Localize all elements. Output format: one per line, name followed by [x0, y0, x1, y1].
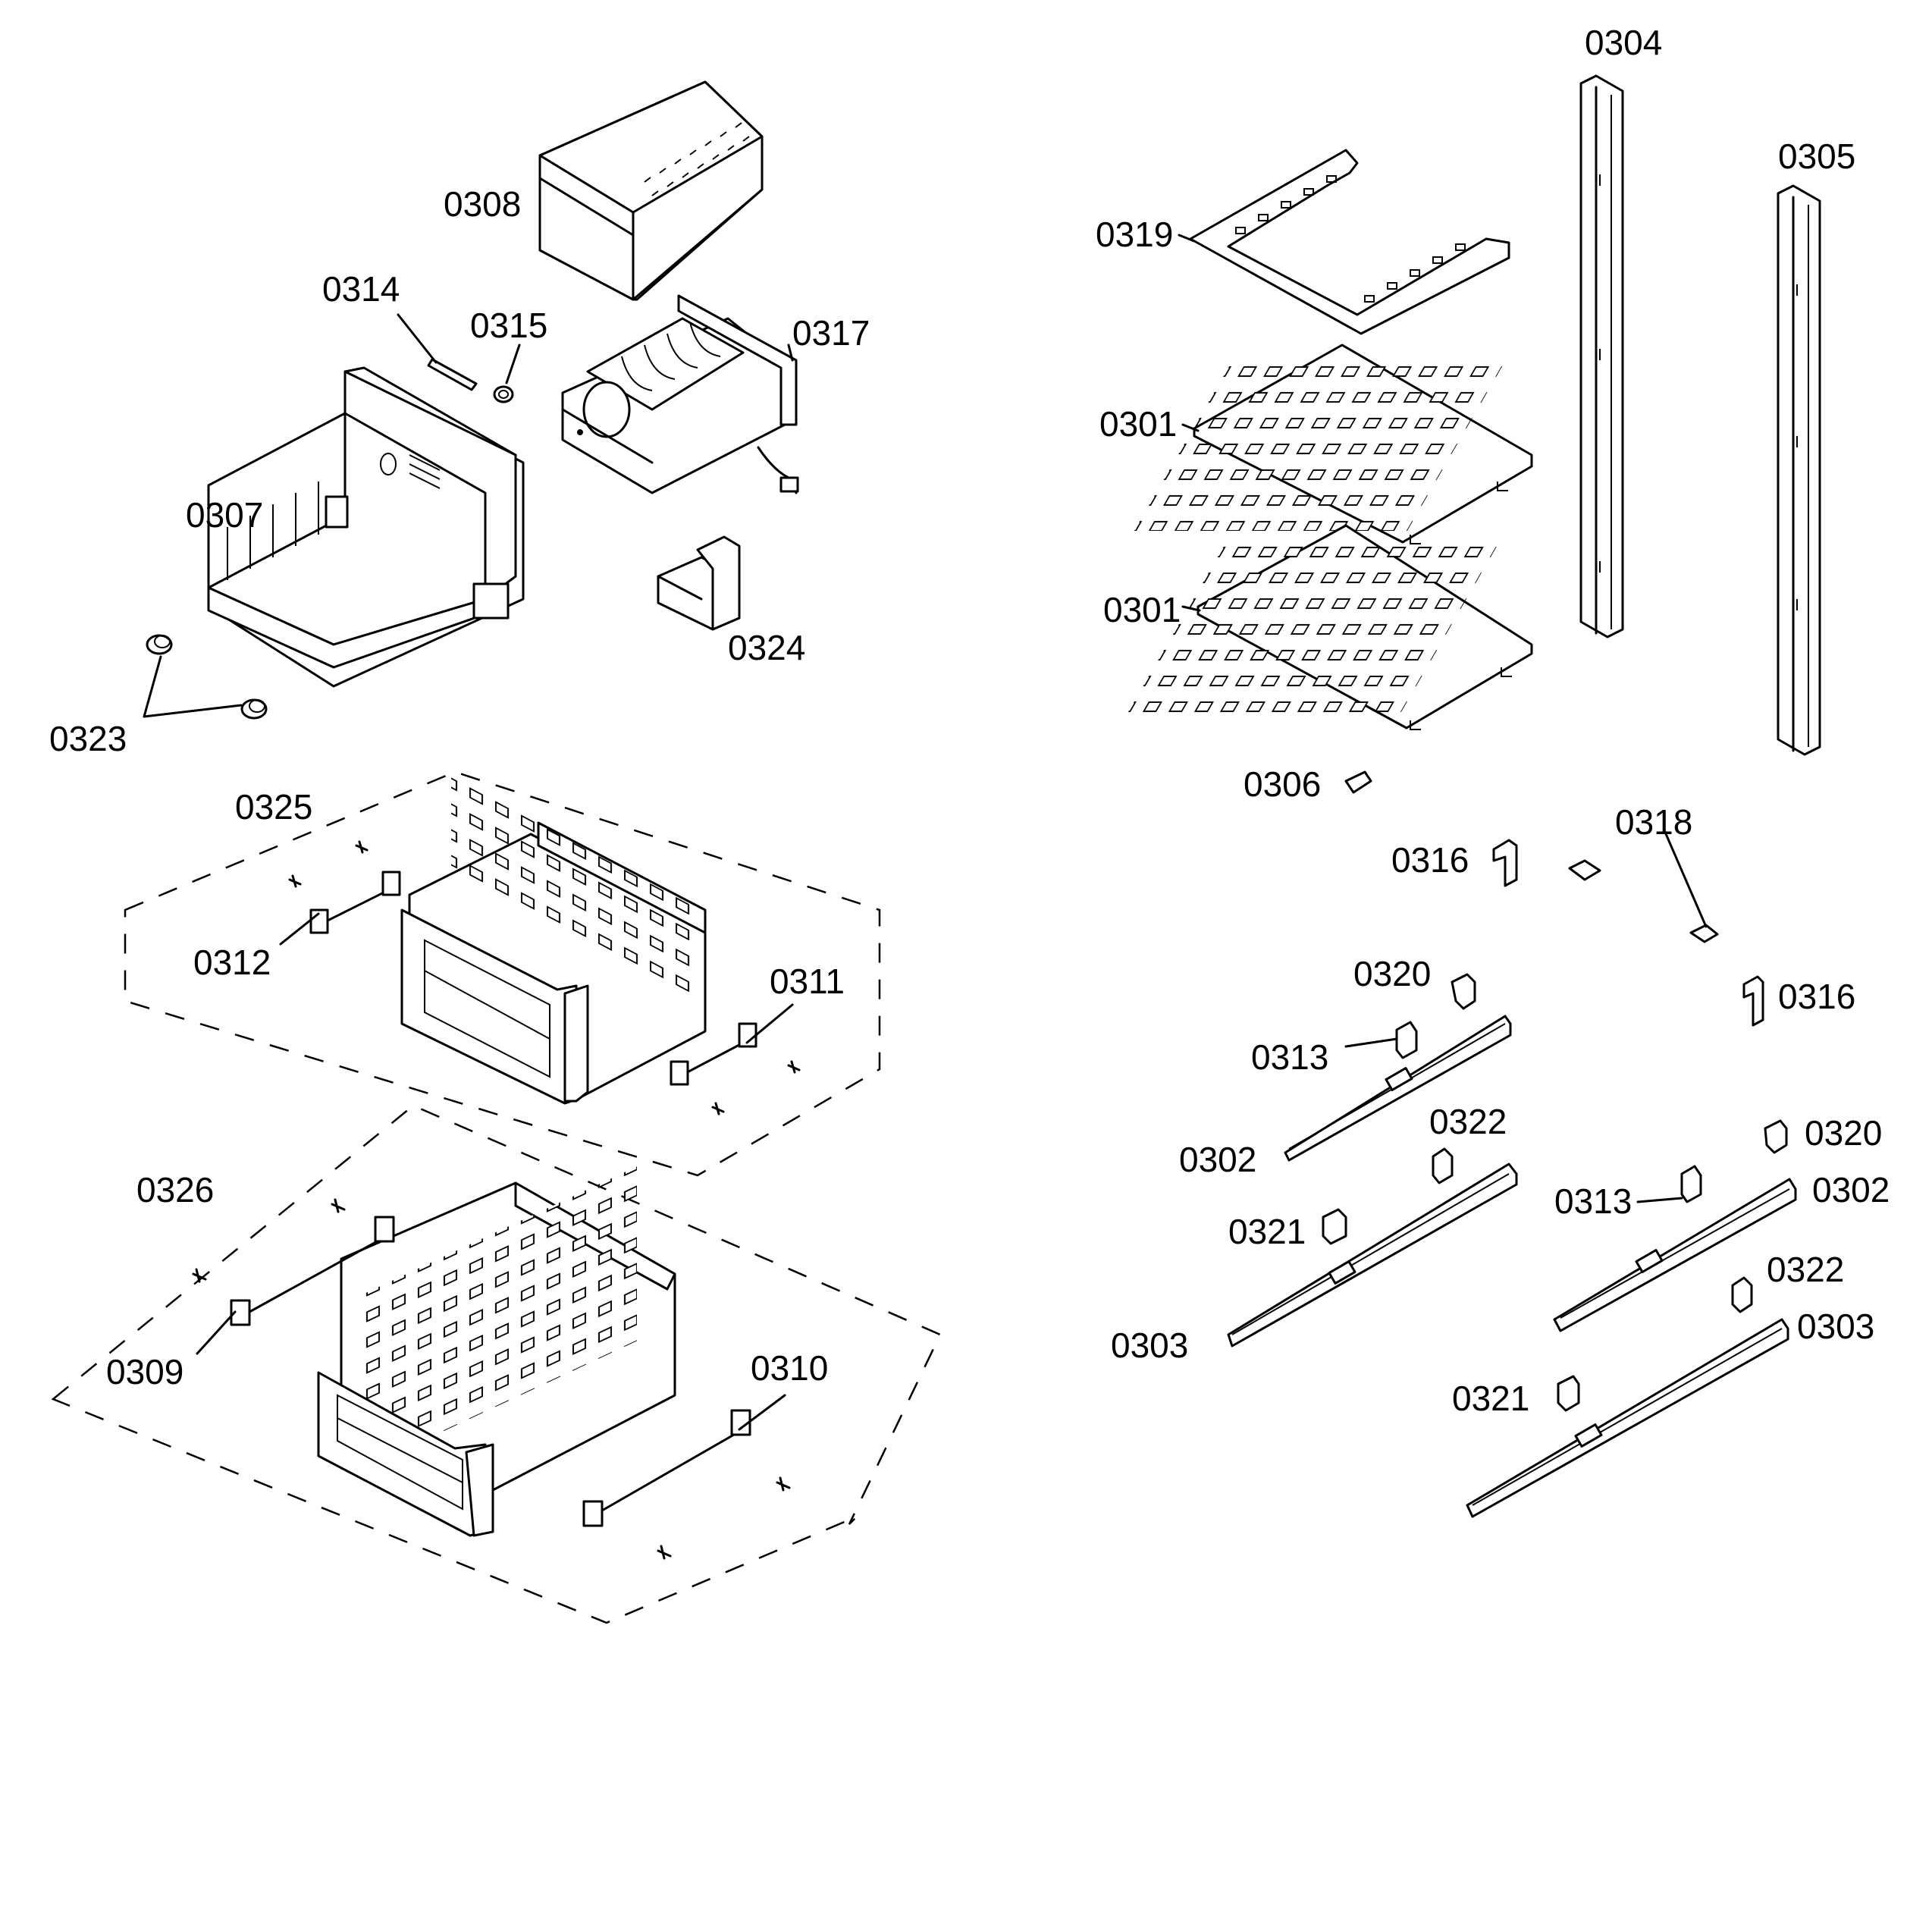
- part-0303-slide-upper: [1227, 1162, 1518, 1348]
- label-0320-lower: 0320: [1805, 1113, 1882, 1153]
- part-0317-ice-maker: [561, 294, 799, 494]
- part-0313-clip-upper: [1395, 1021, 1418, 1059]
- label-0310: 0310: [751, 1348, 828, 1388]
- part-0322-block-upper: [1432, 1147, 1454, 1184]
- label-0313-upper: 0313: [1251, 1037, 1328, 1077]
- part-0313-clip-lower: [1680, 1165, 1702, 1203]
- label-0316-left: 0316: [1391, 840, 1469, 880]
- label-0322-lower: 0322: [1767, 1250, 1844, 1289]
- label-0315: 0315: [470, 306, 547, 345]
- leader-lines: [196, 234, 1201, 1431]
- leader-0313-lower: [1636, 1197, 1683, 1203]
- part-0305-upright: [1777, 184, 1821, 756]
- part-0301-shelf-lower: [1128, 524, 1533, 730]
- part-0323-feet: [143, 634, 268, 720]
- part-0307-housing-tray: [207, 366, 525, 688]
- label-0308: 0308: [444, 184, 521, 224]
- label-0302-lower: 0302: [1812, 1170, 1890, 1209]
- part-0301-shelf-upper: [1134, 344, 1533, 544]
- leader-0318: [1663, 829, 1708, 928]
- part-0302-slide-lower: [1553, 1178, 1797, 1332]
- label-0322-upper: 0322: [1429, 1102, 1507, 1141]
- part-0302-slide-upper: [1284, 1015, 1512, 1162]
- part-0319-shelf-frame: [1189, 149, 1510, 335]
- part-0322-block-lower: [1731, 1276, 1753, 1313]
- label-0323: 0323: [49, 719, 127, 758]
- part-0316-bracket-right: [1742, 975, 1764, 1027]
- part-0316-bracket-left: [1492, 839, 1518, 887]
- part-labels: 0304 0305 0308 0319 0314 0315 0317 0301 …: [49, 23, 1890, 1418]
- label-0303-upper: 0303: [1111, 1326, 1188, 1365]
- part-0321-block-upper: [1322, 1208, 1347, 1245]
- label-0309: 0309: [106, 1352, 183, 1391]
- label-0301-upper: 0301: [1099, 404, 1177, 444]
- label-0321-upper: 0321: [1228, 1212, 1306, 1251]
- part-0306-clip: [1344, 770, 1372, 794]
- part-0318-clip-lower: [1689, 924, 1719, 943]
- label-0307: 0307: [186, 495, 263, 535]
- part-0318-clip-upper: [1568, 859, 1601, 881]
- label-0306: 0306: [1244, 764, 1321, 804]
- label-0303-lower: 0303: [1797, 1307, 1874, 1346]
- label-0326: 0326: [136, 1170, 214, 1209]
- label-0312: 0312: [193, 943, 271, 982]
- label-0314: 0314: [322, 269, 400, 309]
- label-0318: 0318: [1615, 802, 1692, 842]
- leader-0313-upper: [1344, 1037, 1398, 1048]
- part-0320-stop-lower: [1764, 1119, 1788, 1154]
- label-0321-lower: 0321: [1452, 1379, 1529, 1418]
- part-0320-stop-upper: [1451, 973, 1476, 1010]
- part-0324-bracket: [657, 535, 741, 631]
- part-0303-slide-lower: [1466, 1318, 1789, 1518]
- label-0305: 0305: [1778, 136, 1855, 176]
- label-0317: 0317: [792, 313, 870, 353]
- label-0301-lower: 0301: [1103, 590, 1181, 629]
- part-0315-grommet: [493, 385, 514, 403]
- label-0304: 0304: [1585, 23, 1662, 62]
- label-0316-right: 0316: [1778, 977, 1855, 1016]
- label-0325: 0325: [235, 787, 312, 827]
- part-0314-strip: [427, 358, 478, 391]
- part-0326-drawer-group: [51, 1104, 942, 1624]
- label-0302-upper: 0302: [1179, 1140, 1256, 1179]
- label-0313-lower: 0313: [1554, 1181, 1632, 1221]
- label-0324: 0324: [728, 628, 805, 667]
- part-0308-cover-box: [538, 80, 764, 301]
- label-0320-upper: 0320: [1353, 954, 1431, 993]
- part-0321-block-lower: [1557, 1375, 1580, 1412]
- label-0319: 0319: [1096, 215, 1173, 254]
- part-0304-upright: [1579, 74, 1624, 638]
- label-0311: 0311: [770, 962, 845, 1001]
- part-0325-drawer-group: [124, 770, 881, 1177]
